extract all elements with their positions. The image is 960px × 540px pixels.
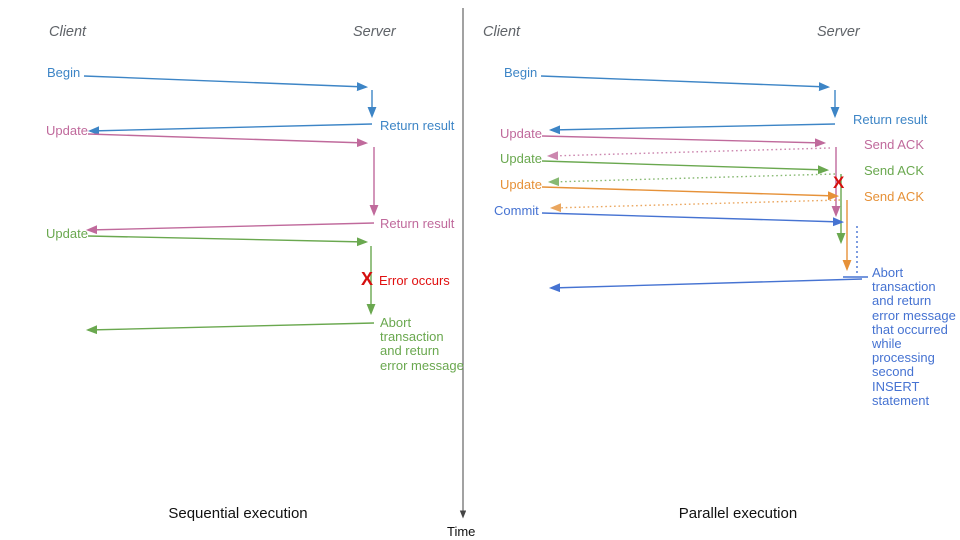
right-begin-label: Begin <box>504 65 538 80</box>
right-commit-flow <box>541 212 868 293</box>
left-abort-message: Abort transaction and return error messa… <box>380 315 464 373</box>
right-update3-flow <box>541 186 852 272</box>
right-commit-label: Commit <box>494 203 539 218</box>
left-update2-flow <box>85 235 376 335</box>
left-error-x-icon: X <box>361 269 374 289</box>
right-error-x-icon: X <box>833 173 845 192</box>
right-caption: Parallel execution <box>678 505 798 522</box>
right-send-ack-1-label: Send ACK <box>864 137 924 152</box>
right-send-ack-2-label: Send ACK <box>864 163 924 178</box>
right-send-ack-3-label: Send ACK <box>864 189 924 204</box>
left-begin-flow <box>83 75 377 136</box>
left-return-result-2-label: Return result <box>380 216 455 231</box>
left-caption: Sequential execution <box>168 505 308 522</box>
right-begin-flow <box>540 75 840 135</box>
right-update-2-label: Update <box>500 151 542 166</box>
right-update2-flow <box>541 160 846 245</box>
left-return-result-1-label: Return result <box>380 118 455 133</box>
right-abort-message: Abort transaction and return error messa… <box>872 265 956 408</box>
time-axis-label: Time <box>447 524 476 539</box>
left-begin-label: Begin <box>47 65 81 80</box>
right-client-label: Client <box>483 24 521 40</box>
right-update-3-label: Update <box>500 177 542 192</box>
left-error-occurs-label: Error occurs <box>379 273 450 288</box>
left-server-label: Server <box>353 24 396 40</box>
right-return-result-label: Return result <box>853 112 928 127</box>
right-update1-flow <box>541 135 841 218</box>
right-server-label: Server <box>817 24 860 40</box>
right-update-1-label: Update <box>500 126 542 141</box>
left-update-2-label: Update <box>46 226 88 241</box>
left-client-label: Client <box>49 24 87 40</box>
left-update1-flow <box>85 133 379 235</box>
left-update-1-label: Update <box>46 123 88 138</box>
